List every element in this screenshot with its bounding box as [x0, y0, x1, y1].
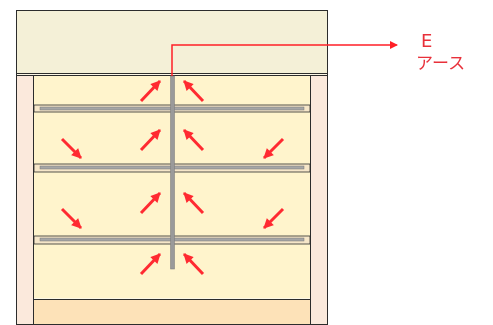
earth-letter-label: E	[421, 31, 432, 52]
arrow-icon	[139, 79, 162, 103]
arrow-icon	[182, 252, 205, 276]
arrow-icon	[60, 137, 83, 160]
arrow-icon	[139, 191, 162, 215]
arrow-icon	[139, 252, 162, 276]
right-post	[311, 76, 327, 324]
panel-bottom	[34, 300, 310, 324]
left-post	[17, 76, 33, 324]
arrow-icon	[262, 207, 285, 230]
arrow-icon	[60, 207, 83, 230]
arrows	[60, 79, 285, 276]
earth-label: アース	[416, 54, 465, 74]
earth-wire	[171, 41, 398, 76]
arrow-icon	[262, 137, 285, 160]
earth-conductor	[170, 75, 175, 270]
arrow-icon	[182, 191, 205, 215]
arrow-icon	[139, 128, 162, 152]
arrow-icon	[182, 128, 205, 152]
arrow-icon	[182, 79, 205, 103]
